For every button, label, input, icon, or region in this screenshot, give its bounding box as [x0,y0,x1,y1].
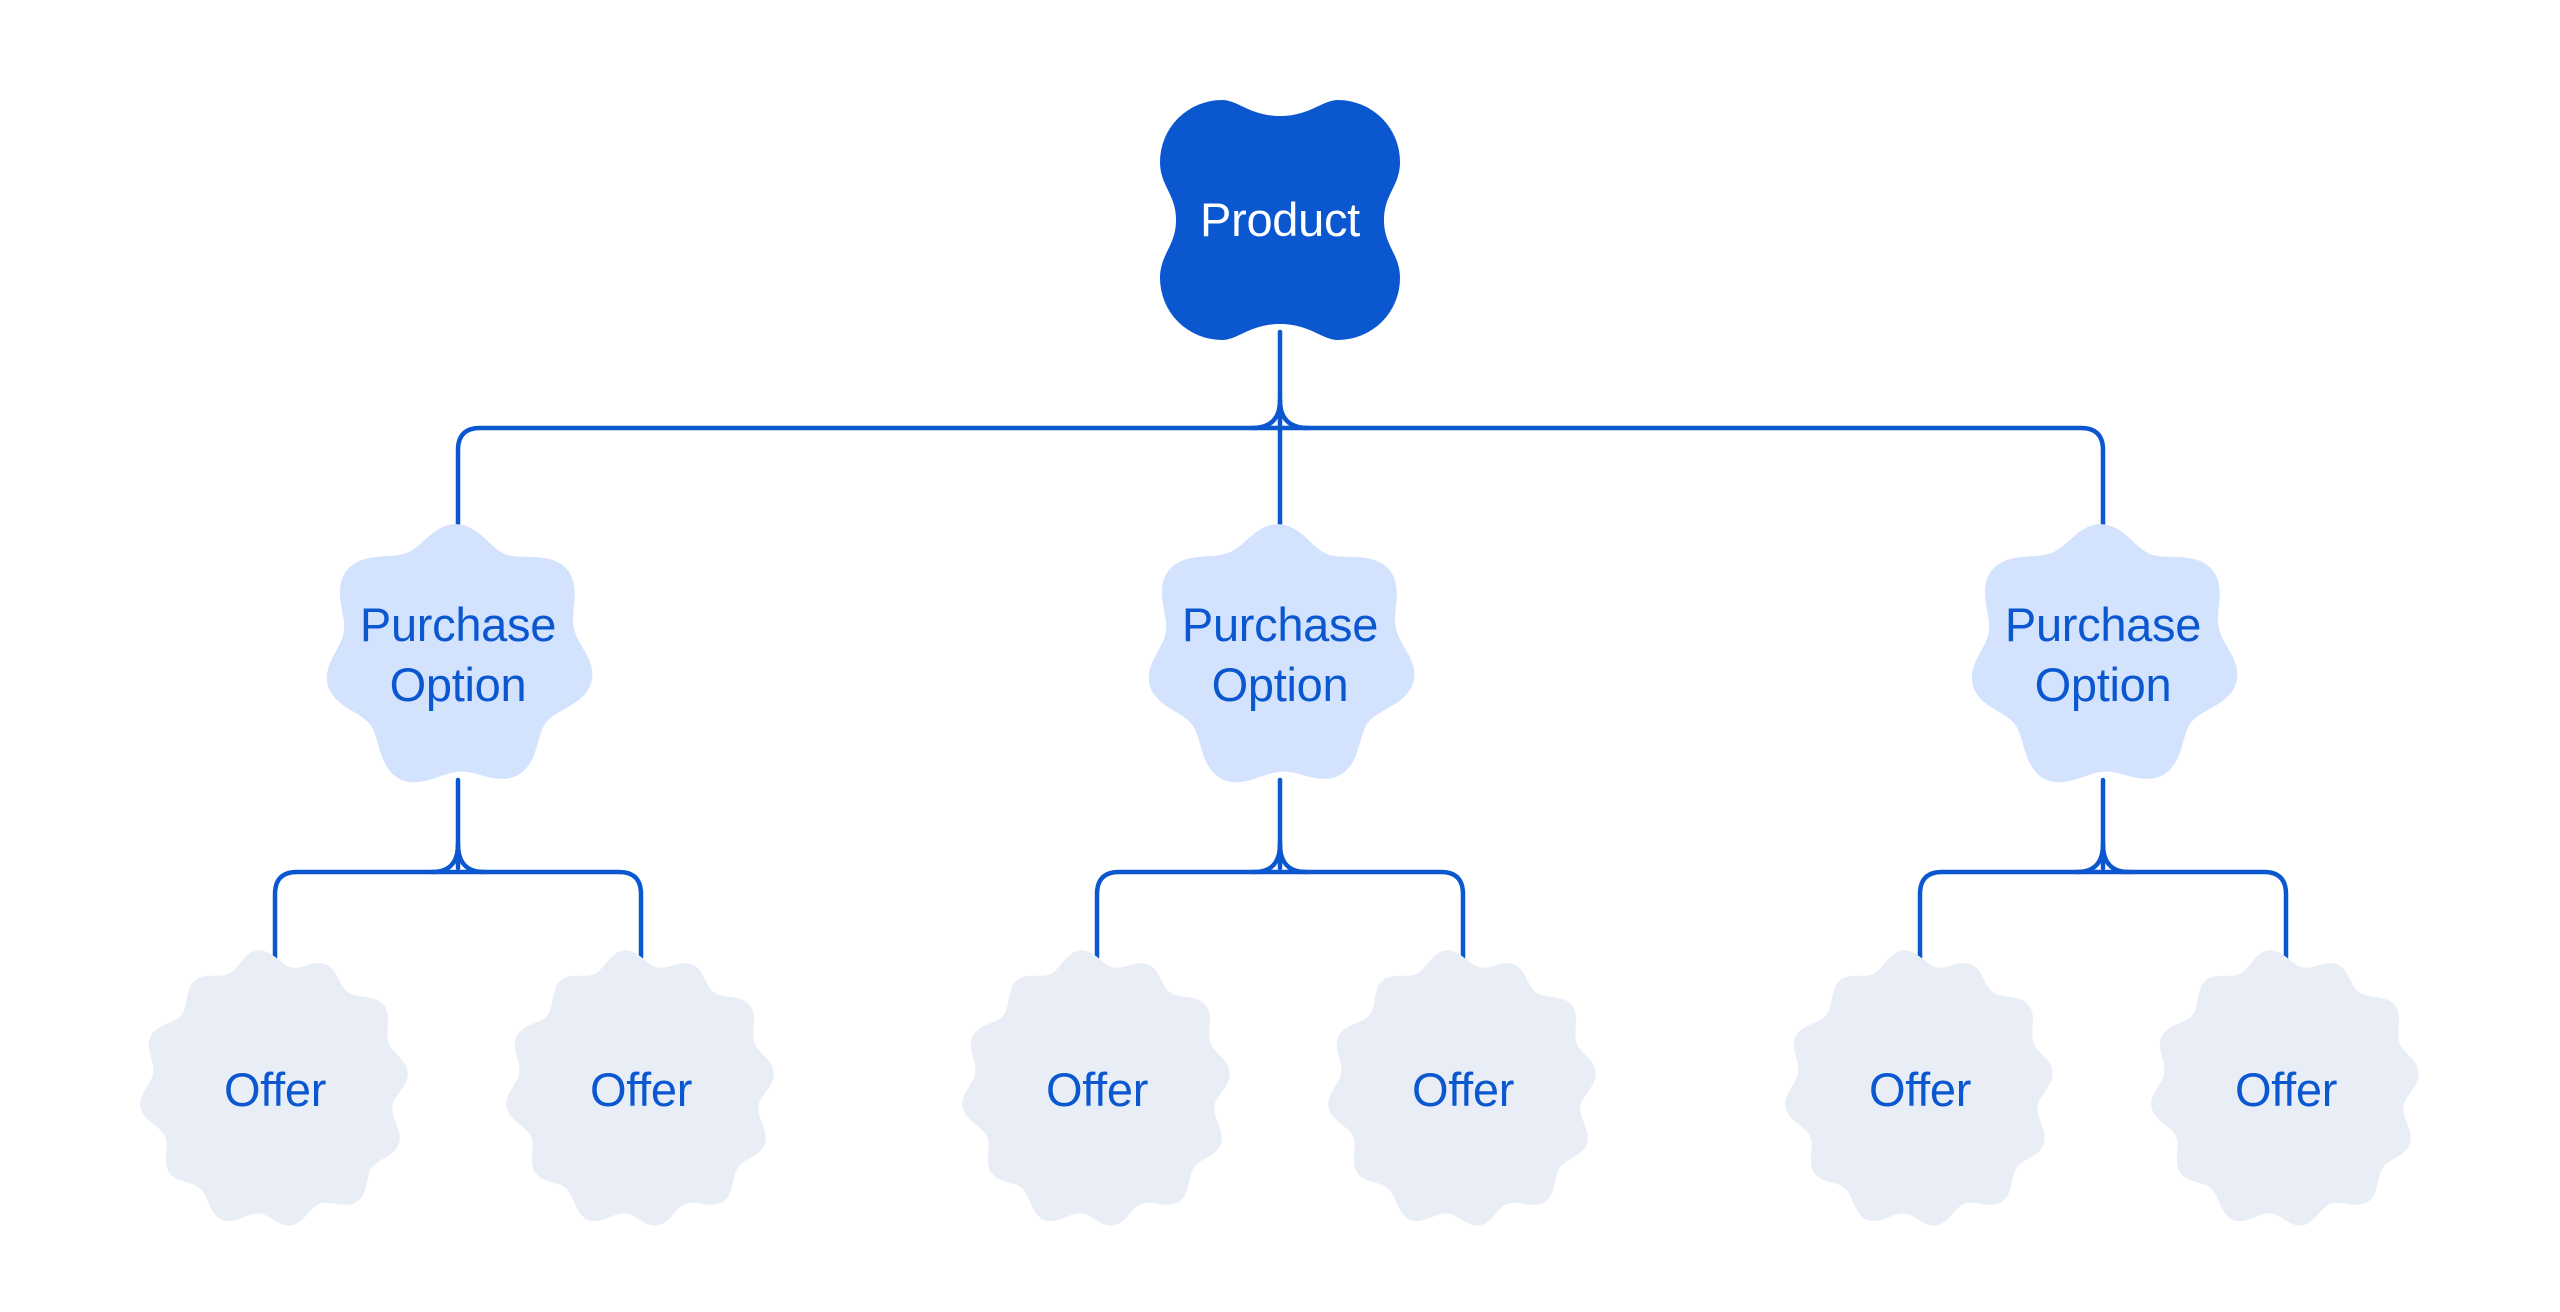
connector-path [455,841,487,875]
offer-blob-shape [506,950,774,1226]
offer-blob-path [1328,950,1596,1226]
connector-path [2074,841,2106,875]
offer-blob-shape [1328,950,1596,1226]
purchase-option-blob-path [326,524,593,783]
connector-path [1094,869,1466,961]
offer-blob-shape [962,950,1230,1226]
offer-node-1: Offer [137,948,413,1232]
offer-blob-shape [1785,950,2053,1226]
offer-blob-path [1785,950,2053,1226]
offer-blob-shape [2151,950,2419,1226]
purchase-option-node-3: Purchase Option [1961,516,2245,794]
connector-path [1277,841,1309,875]
connector-path [1249,397,1283,431]
offer-blob-shape [140,950,408,1226]
offer-blob-path [506,950,774,1226]
purchase-option-node-1: Purchase Option [316,516,600,794]
product-blob-shape [1160,100,1400,340]
purchase-option-blob-shape [326,524,593,783]
offer-node-2: Offer [503,948,779,1232]
connector-path [272,869,644,961]
purchase-option-blob-path [1148,524,1415,783]
connector-path [1251,841,1283,875]
product-node: Product [1150,90,1410,350]
offer-blob-path [140,950,408,1226]
connector-path [455,425,2106,527]
purchase-option-blob-shape [1148,524,1415,783]
purchase-option-blob-path [1971,524,2238,783]
product-blob-path [1160,100,1400,340]
purchase-option-blob-shape [1971,524,2238,783]
offer-blob-path [2151,950,2419,1226]
offer-blob-path [962,950,1230,1226]
offer-node-3: Offer [959,948,1235,1232]
offer-node-4: Offer [1325,948,1601,1232]
offer-node-6: Offer [2148,948,2424,1232]
purchase-option-node-2: Purchase Option [1138,516,1422,794]
offer-node-5: Offer [1782,948,2058,1232]
connector-path [429,841,461,875]
connector-path [1917,869,2289,961]
connector-path [2100,841,2132,875]
connector-path [1277,397,1311,431]
